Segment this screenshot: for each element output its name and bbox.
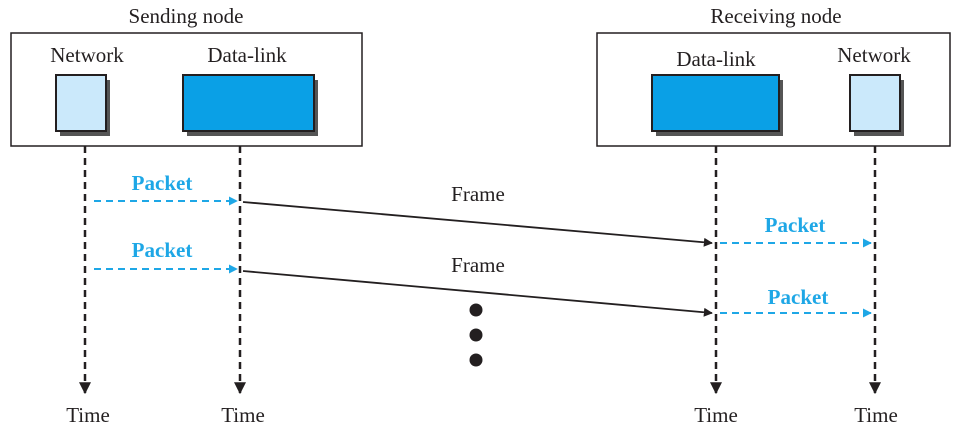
frame-2-label: Frame [451,253,505,277]
sending-node-title: Sending node [129,4,244,28]
receiving-node-box: Data-link Network [596,32,951,147]
frame-1-label: Frame [451,182,505,206]
ellipsis-dot [469,328,483,342]
continuation-ellipsis [469,303,483,367]
time-label-receiving-network: Time [854,403,898,427]
frame-2-arrow [242,270,713,317]
recv-packet-2-label: Packet [768,285,829,309]
time-label-sending-network: Time [66,403,110,427]
ellipsis-dot [469,353,483,367]
time-label-receiving-datalink: Time [694,403,738,427]
send-packet-2-label: Packet [132,238,193,262]
frame-1-arrow [242,201,713,247]
sending-datalink-label: Data-link [207,43,287,67]
receiving-node-title: Receiving node [710,4,841,28]
send-packet-1-label: Packet [132,171,193,195]
timelines [79,146,881,395]
time-label-sending-datalink: Time [221,403,265,427]
recv-packet-1-label: Packet [765,213,826,237]
sending-node-box: Network Data-link [10,32,363,147]
receiving-datalink-label: Data-link [676,47,756,71]
receiving-network-label: Network [837,43,911,67]
ellipsis-dot [469,303,483,317]
sending-network-label: Network [50,43,124,67]
